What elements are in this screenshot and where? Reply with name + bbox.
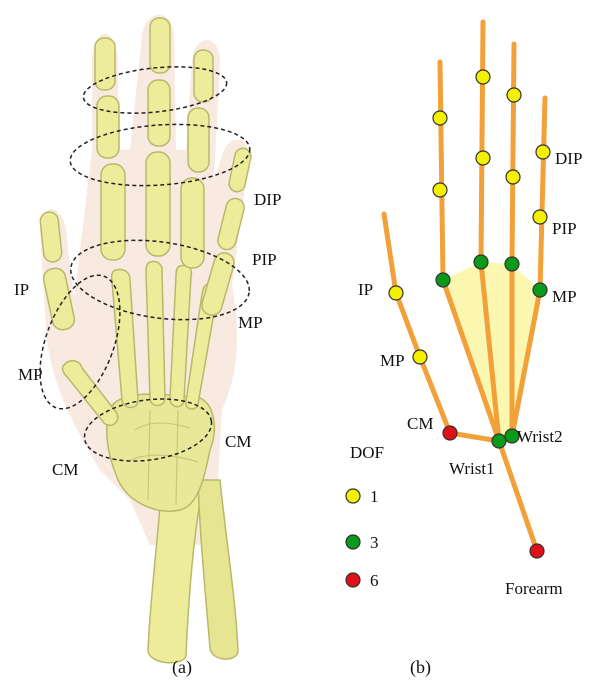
joint-dip-middle <box>476 70 490 84</box>
ulna-bone <box>198 480 238 659</box>
caption-b: (b) <box>410 657 431 678</box>
joint-dip-index <box>433 111 447 125</box>
label-a-pip: PIP <box>252 250 277 269</box>
label-b-pip: PIP <box>552 219 577 238</box>
joint-cm <box>443 426 457 440</box>
label-b-dip: DIP <box>555 149 582 168</box>
joint-ip-thumb <box>389 286 403 300</box>
legend-label-6: 6 <box>370 571 379 590</box>
joint-mp-middle <box>474 255 488 269</box>
joint-mp-thumb <box>413 350 427 364</box>
joint-dip-little <box>536 145 550 159</box>
legend-swatch-6 <box>346 573 360 587</box>
carpal-bones <box>107 394 215 511</box>
legend-swatch-3 <box>346 535 360 549</box>
label-b-forearm: Forearm <box>505 579 563 598</box>
label-b-mp: MP <box>552 287 577 306</box>
label-a-cm-right: CM <box>225 432 251 451</box>
label-a-dip: DIP <box>254 190 281 209</box>
joint-mp-ring <box>505 257 519 271</box>
joint-mp-index <box>436 273 450 287</box>
joint-mp-little <box>533 283 547 297</box>
joint-pip-ring <box>506 170 520 184</box>
joint-forearm <box>530 544 544 558</box>
label-b-ip: IP <box>358 280 373 299</box>
label-a-mp: MP <box>238 313 263 332</box>
joint-pip-little <box>533 210 547 224</box>
joint-wrist1 <box>492 434 506 448</box>
joint-pip-middle <box>476 151 490 165</box>
caption-a: (a) <box>172 657 192 678</box>
legend-title: DOF <box>350 443 384 462</box>
panel-a-hand-illustration <box>24 15 254 663</box>
legend-label-3: 3 <box>370 533 379 552</box>
label-a-ip: IP <box>14 280 29 299</box>
label-a-cm-left: CM <box>52 460 78 479</box>
label-b-wrist2: Wrist2 <box>517 427 563 446</box>
dof-legend: DOF 1 3 6 <box>346 443 384 590</box>
joint-pip-index <box>433 183 447 197</box>
label-b-wrist1: Wrist1 <box>449 459 495 478</box>
label-b-cm: CM <box>407 414 433 433</box>
label-b-mp-thumb: MP <box>380 351 405 370</box>
legend-label-1: 1 <box>370 487 379 506</box>
joint-dip-ring <box>507 88 521 102</box>
legend-swatch-1 <box>346 489 360 503</box>
label-a-mp-thumb: MP <box>18 365 43 384</box>
